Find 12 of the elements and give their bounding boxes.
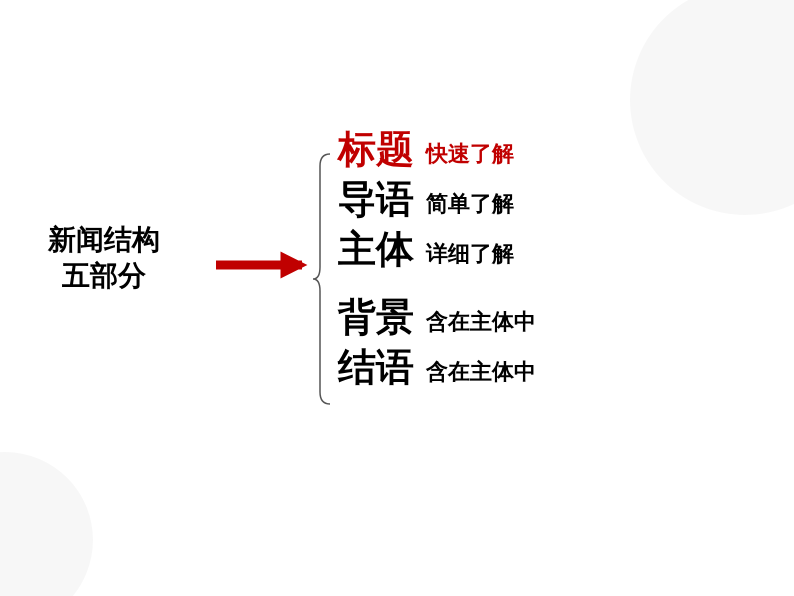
section-heading: 结语 [338, 348, 414, 386]
topic-text: 新闻结构五部分 [44, 222, 164, 294]
section-heading: 背景 [338, 298, 414, 336]
arrow [216, 252, 308, 278]
section-description: 简单了解 [426, 194, 514, 218]
section-description: 含在主体中 [426, 362, 536, 386]
section-heading: 主体 [338, 230, 414, 268]
section-heading: 导语 [338, 180, 414, 218]
section-description: 快速了解 [426, 144, 514, 168]
section-heading: 标题 [338, 130, 414, 168]
section-description: 详细了解 [426, 244, 514, 268]
section-description: 含在主体中 [426, 312, 536, 336]
